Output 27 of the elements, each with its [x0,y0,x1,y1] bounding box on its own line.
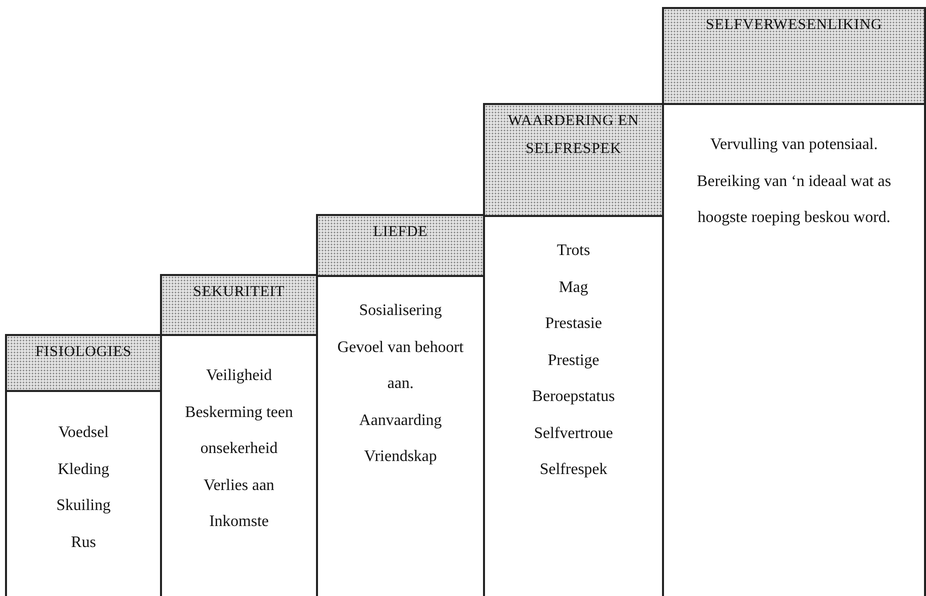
need-item: Veiligheid [206,366,272,386]
need-item: Sosialisering [359,301,442,321]
need-item: Prestasie [545,314,602,334]
need-item: Vervulling van potensiaal. [710,135,878,155]
need-item: Verlies aan Inkomste [202,476,276,532]
need-item: Prestige [548,350,600,370]
need-item: Voedsel [58,423,109,443]
step-column [5,334,162,596]
need-item: Selfrespek [540,460,608,480]
column-heading: SELFVERWESENLIKING [664,9,924,105]
need-item: Bereiking van ‘n ideaal wat as hoogste roeping beskou word. [696,172,892,228]
need-item: Gevoel van behoort aan. [336,338,465,394]
need-item: Aanvaarding [359,410,442,430]
need-item: Mag [558,278,588,298]
column-heading: FISIOLOGIES [7,336,160,392]
need-item: Beroepstatus [532,387,615,407]
need-item: Beskerming teen onsekerheid [184,402,294,459]
need-item: Skuiling [56,496,111,516]
step-column [662,7,926,596]
need-item: Vriendskap [364,447,437,467]
need-item: Selfvertroue [534,424,614,444]
need-item: Kleding [58,460,110,480]
need-item: Trots [556,241,590,261]
column-heading: SEKURITEIT [162,276,316,336]
column-heading: LIEFDE [318,216,483,277]
need-item: Rus [71,532,96,552]
column-heading: WAARDERING EN SELFRESPEK [485,105,662,217]
